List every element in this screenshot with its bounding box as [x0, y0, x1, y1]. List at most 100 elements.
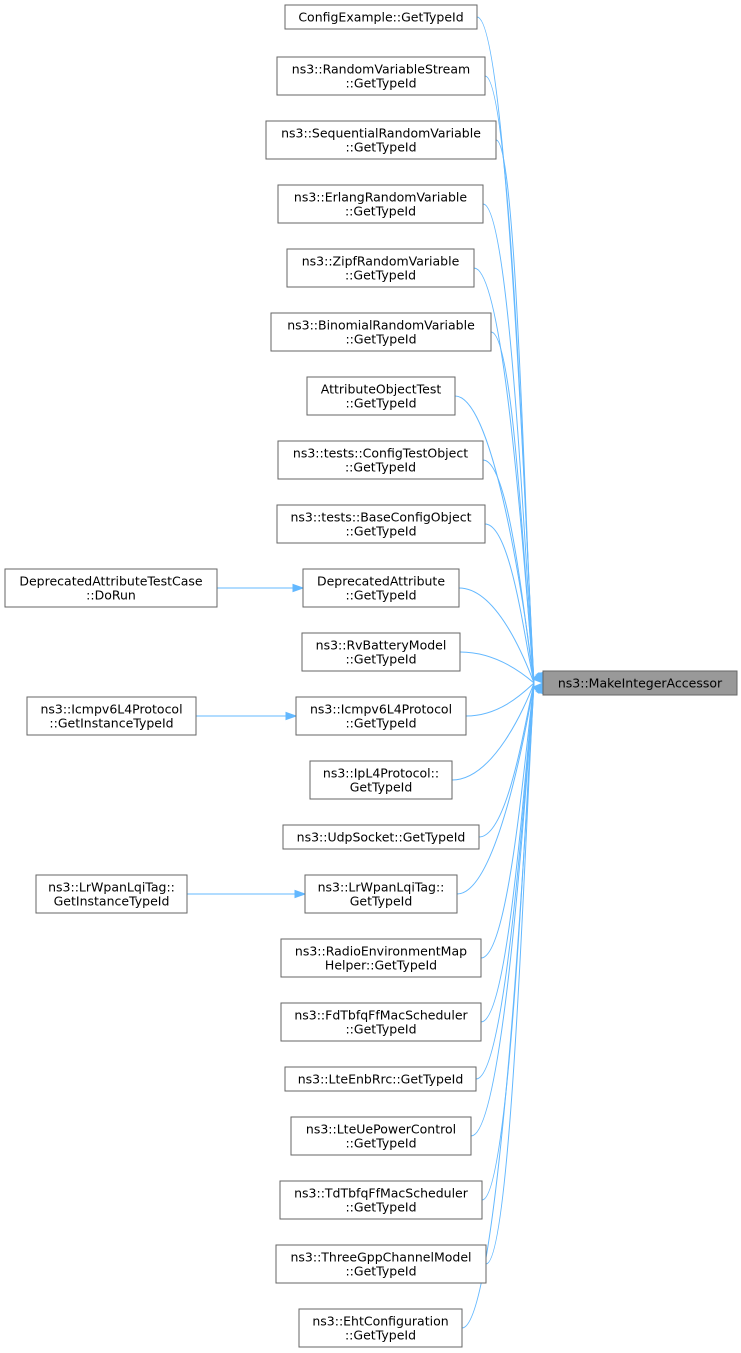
node-label-line: ns3::RvBatteryModel — [316, 638, 447, 653]
edge-line — [470, 682, 535, 1137]
node-label-line: ::GetTypeId — [345, 460, 416, 475]
edge-arrowhead — [294, 889, 307, 899]
node-box — [295, 696, 467, 736]
edge-line — [461, 682, 535, 1329]
caller-node-ns3-ipl4protocol-gettypeid[interactable]: ns3::IpL4Protocol::GetTypeId — [309, 760, 453, 800]
node-box — [301, 632, 461, 672]
node-label-line: ns3::Icmpv6L4Protocol — [310, 702, 452, 717]
node-box — [277, 440, 484, 480]
node-box — [277, 184, 484, 224]
edge-line — [458, 587, 535, 684]
node-box — [302, 568, 460, 608]
node-label-line: ns3::tests::ConfigTestObject — [293, 446, 468, 461]
node-label-line: ::GetTypeId — [345, 652, 416, 667]
node-box — [26, 696, 197, 736]
caller-node-ns3-zipfrandomvariable-gettypeid[interactable]: ns3::ZipfRandomVariable::GetTypeId — [286, 248, 475, 288]
caller-node-ns3-threegppchannelmodel-gettypeid[interactable]: ns3::ThreeGppChannelModel::GetTypeId — [275, 1244, 487, 1284]
node-box — [290, 1116, 472, 1156]
caller-node-ns3-tests-baseconfigobject-gettypeid[interactable]: ns3::tests::BaseConfigObject::GetTypeId — [276, 504, 486, 544]
edge-line — [456, 682, 535, 895]
node-label-line: ::GetTypeId — [345, 204, 416, 219]
edge-line — [480, 682, 535, 1023]
node-box — [279, 1180, 483, 1220]
edge-line — [475, 682, 535, 1080]
node-label-line: ns3::UdpSocket::GetTypeId — [297, 830, 466, 845]
node-label-line: ns3::tests::BaseConfigObject — [290, 510, 471, 525]
node-label-line: AttributeObjectTest — [321, 382, 442, 397]
node-box — [284, 1066, 477, 1092]
node-label-line: ns3::EhtConfiguration — [312, 1314, 448, 1329]
edge-line — [465, 682, 535, 717]
node-box — [286, 248, 475, 288]
caller-node-ns3-icmpv6l4protocol-gettypeid[interactable]: ns3::Icmpv6L4Protocol::GetTypeId — [295, 696, 467, 736]
edge-n5-to-target — [490, 331, 547, 685]
node-label-line: DeprecatedAttributeTestCase — [19, 574, 203, 589]
node-box — [35, 874, 188, 914]
node-box — [276, 504, 486, 544]
edge-s2-to-n14 — [187, 889, 307, 899]
node-label-line: ::DoRun — [86, 588, 136, 603]
caller-node-configexample-gettypeid[interactable]: ConfigExample::GetTypeId — [284, 4, 478, 30]
edge-arrowhead — [532, 672, 545, 684]
node-label-line: ns3::ThreeGppChannelModel — [290, 1250, 471, 1265]
node-label-line: ::GetTypeId — [345, 268, 416, 283]
node-box — [270, 312, 492, 352]
caller-node-ns3-lteenbrrc-gettypeid[interactable]: ns3::LteEnbRrc::GetTypeId — [284, 1066, 477, 1092]
node-box — [280, 938, 482, 978]
node-box — [309, 760, 453, 800]
caller-node-ns3-ehtconfiguration-gettypeid[interactable]: ns3::EhtConfiguration::GetTypeId — [298, 1308, 463, 1348]
caller-node-ns3-lrwpanlqitag-gettypeid[interactable]: ns3::LrWpanLqiTag::GetTypeId — [304, 874, 458, 914]
caller-node-ns3-lteuepowercontrol-gettypeid[interactable]: ns3::LteUePowerControl::GetTypeId — [290, 1116, 472, 1156]
node-label-line: ::GetTypeId — [345, 524, 416, 539]
edge-s1-to-n11 — [196, 711, 298, 721]
node-label-line: ConfigExample::GetTypeId — [298, 10, 463, 25]
edge-line — [459, 651, 535, 684]
node-box — [304, 874, 458, 914]
node-label-line: ::GetTypeId — [345, 1022, 416, 1037]
caller-node-ns3-tests-configtestobject-gettypeid[interactable]: ns3::tests::ConfigTestObject::GetTypeId — [277, 440, 484, 480]
caller-node-ns3-rvbatterymodel-gettypeid[interactable]: ns3::RvBatteryModel::GetTypeId — [301, 632, 461, 672]
caller-node-ns3-sequentialrandomvariable-gettypeid[interactable]: ns3::SequentialRandomVariable::GetTypeId — [265, 120, 497, 160]
node-label-line: DeprecatedAttribute — [317, 574, 445, 589]
node-label-line: ns3::FdTbfqFfMacScheduler — [294, 1008, 468, 1023]
edge-line — [482, 459, 535, 684]
node-label-line: ::GetInstanceTypeId — [49, 716, 173, 731]
edge-line — [490, 331, 535, 684]
edge-n7-to-target — [482, 459, 546, 685]
node-label-line: ns3::ZipfRandomVariable — [302, 254, 460, 269]
node-box — [280, 1002, 482, 1042]
edge-n3-to-target — [482, 203, 547, 685]
node-label-line: ::GetTypeId — [345, 332, 416, 347]
caller-node-ns3-erlangrandomvariable-gettypeid[interactable]: ns3::ErlangRandomVariable::GetTypeId — [277, 184, 484, 224]
caller-node-ns3-lrwpanlqitag-getinstancetypeid[interactable]: ns3::LrWpanLqiTag::GetInstanceTypeId — [35, 874, 188, 914]
node-label-line: ::GetTypeId — [345, 396, 416, 411]
node-label-line: ::GetTypeId — [345, 76, 416, 91]
node-label-line: ::GetTypeId — [345, 1264, 416, 1279]
caller-node-ns3-binomialrandomvariable-gettypeid[interactable]: ns3::BinomialRandomVariable::GetTypeId — [270, 312, 492, 352]
node-box — [542, 670, 738, 696]
caller-node-ns3-fdtbfqffmacscheduler-gettypeid[interactable]: ns3::FdTbfqFfMacScheduler::GetTypeId — [280, 1002, 482, 1042]
edge-line — [478, 682, 535, 838]
caller-node-attributeobjecttest-gettypeid[interactable]: AttributeObjectTest::GetTypeId — [306, 376, 456, 416]
node-label-line: ns3::RandomVariableStream — [292, 62, 470, 77]
caller-node-deprecatedattribute-gettypeid[interactable]: DeprecatedAttribute::GetTypeId — [302, 568, 460, 608]
node-label-line: ns3::Icmpv6L4Protocol — [40, 702, 182, 717]
node-label-line: ns3::ErlangRandomVariable — [294, 190, 468, 205]
node-label-line: Helper::GetTypeId — [325, 958, 437, 973]
node-box — [265, 120, 497, 160]
node-label-line: ns3::LteEnbRrc::GetTypeId — [298, 1072, 464, 1087]
edge-line — [451, 682, 535, 781]
edge-n19-to-target — [481, 681, 547, 1201]
caller-node-ns3-randomvariablestream-gettypeid[interactable]: ns3::RandomVariableStream::GetTypeId — [276, 56, 486, 96]
caller-node-ns3-udpsocket-gettypeid[interactable]: ns3::UdpSocket::GetTypeId — [282, 824, 480, 850]
caller-node-ns3-tdtbfqffmacscheduler-gettypeid[interactable]: ns3::TdTbfqFfMacScheduler::GetTypeId — [279, 1180, 483, 1220]
edge-n10-to-target — [459, 651, 545, 684]
call-edges — [187, 16, 547, 1329]
caller-node-ns3-icmpv6l4protocol-getinstancetypeid[interactable]: ns3::Icmpv6L4Protocol::GetInstanceTypeId — [26, 696, 197, 736]
caller-node-ns3-radioenvironmentmaphelper-gettypeid[interactable]: ns3::RadioEnvironmentMapHelper::GetTypeI… — [280, 938, 482, 978]
node-label-line: ::GetTypeId — [345, 1200, 416, 1215]
caller-node-deprecatedattributetestcase-dorun[interactable]: DeprecatedAttributeTestCase::DoRun — [4, 568, 218, 608]
edge-line — [484, 523, 535, 684]
edge-n17-to-target — [475, 681, 547, 1080]
node-label-line: ::GetTypeId — [345, 716, 416, 731]
